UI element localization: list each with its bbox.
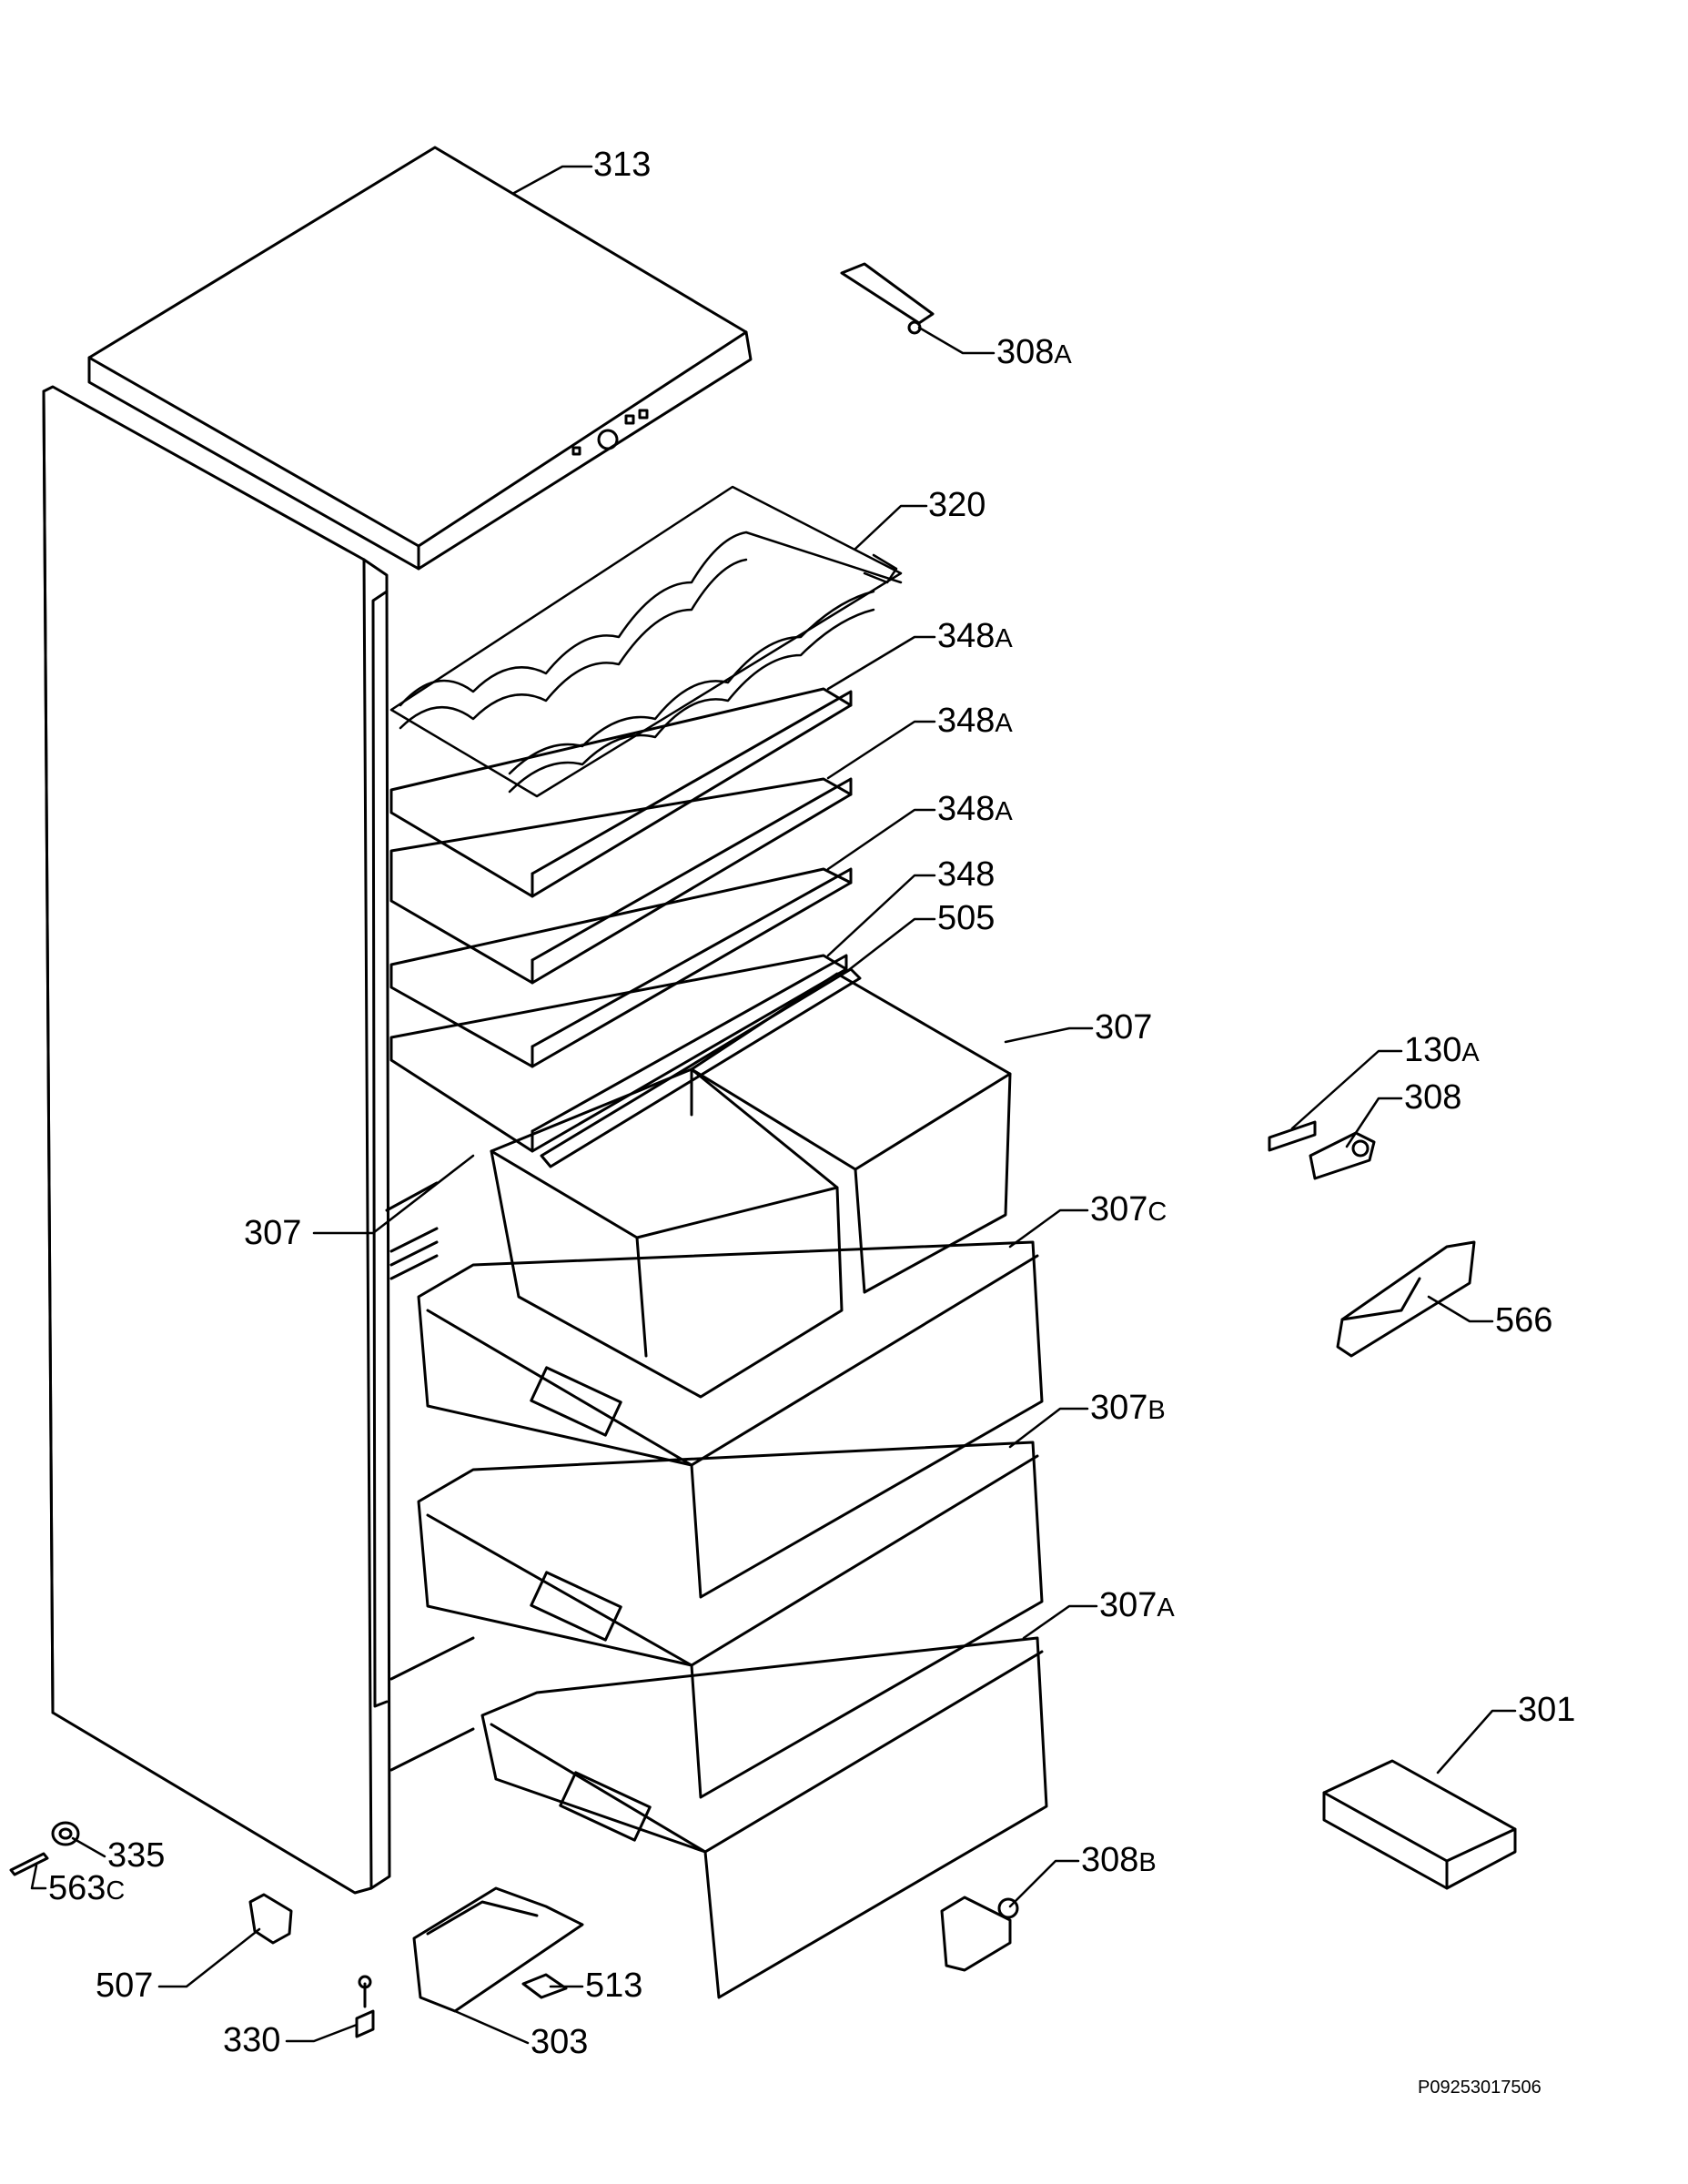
glass-shelf-3: [389, 867, 853, 1068]
hinge-cover-130a: [1268, 1120, 1317, 1152]
label-566: 566: [1495, 1301, 1553, 1340]
label-348: 348: [937, 855, 996, 894]
hinge-308b: [940, 1896, 1019, 1972]
clip-507: [248, 1893, 293, 1945]
label-307b: 307B: [1090, 1389, 1166, 1427]
label-303: 303: [531, 2023, 589, 2061]
label-307c: 307C: [1090, 1190, 1167, 1228]
label-505: 505: [937, 899, 996, 937]
label-307a: 307A: [1099, 1586, 1175, 1624]
crisper-drawer-right: [690, 972, 1012, 1294]
pin-563c: [9, 1852, 49, 1876]
wine-rack: [389, 485, 903, 798]
top-cover: [87, 146, 753, 571]
drawing-code: P09253017506: [1418, 2078, 1541, 2098]
label-308b: 308B: [1081, 1841, 1157, 1879]
label-307-right: 307: [1095, 1008, 1153, 1046]
handle-566: [1336, 1240, 1476, 1358]
foot-335: [51, 1821, 80, 1846]
label-513: 513: [585, 1967, 643, 2005]
label-308: 308: [1404, 1078, 1462, 1117]
glass-shelf-2: [389, 777, 853, 985]
freezer-drawer-bottom: [480, 1636, 1048, 1999]
kickplate-303: [412, 1886, 584, 2013]
label-563c: 563C: [48, 1869, 126, 1907]
label-301: 301: [1518, 1691, 1576, 1729]
label-335: 335: [107, 1836, 166, 1875]
label-308a: 308A: [996, 333, 1072, 371]
label-330: 330: [223, 2021, 281, 2059]
cover-513: [521, 1973, 568, 1999]
freezer-drawer-middle: [417, 1441, 1044, 1799]
hinge-308: [1309, 1131, 1376, 1180]
screw-330: [355, 1975, 375, 2038]
ice-tray-301: [1322, 1759, 1517, 1890]
label-130a: 130A: [1404, 1031, 1480, 1069]
label-348a-2: 348A: [937, 702, 1013, 740]
label-348a-1: 348A: [937, 617, 1013, 655]
label-313: 313: [593, 146, 652, 184]
crisper-drawer-left: [490, 1067, 844, 1399]
freezer-drawer-top: [417, 1240, 1044, 1599]
hinge-308a: [840, 262, 935, 335]
cabinet-body: [42, 385, 475, 1895]
label-348a-3: 348A: [937, 790, 1013, 828]
label-507: 507: [96, 1967, 154, 2005]
label-320: 320: [928, 486, 986, 524]
leader-lines: [30, 165, 1517, 2045]
label-307-left: 307: [244, 1214, 302, 1252]
